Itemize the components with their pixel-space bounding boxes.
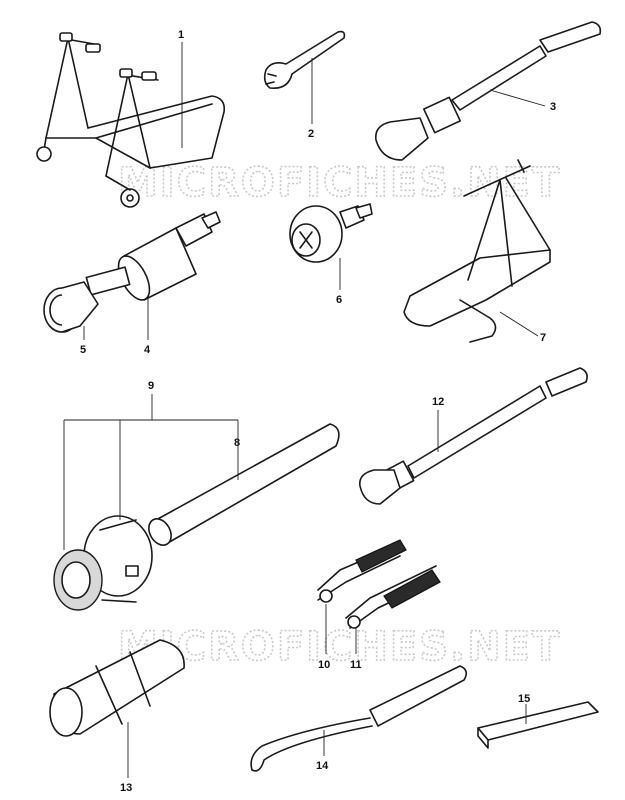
callout-2: 2: [308, 128, 314, 140]
callout-4: 4: [144, 344, 151, 356]
part-2-hook-wrench[interactable]: [263, 30, 346, 90]
part-11-pliers[interactable]: [345, 565, 441, 629]
watermark-lower: MICROFICHES.NET: [118, 624, 561, 670]
part-7-front-stand[interactable]: [403, 159, 551, 343]
leader-9: [63, 419, 239, 550]
callout-1: 1: [178, 29, 184, 41]
part-9-assembly[interactable]: [53, 515, 153, 611]
part-14-spanner[interactable]: [250, 665, 468, 772]
callout-9: 9: [148, 380, 154, 392]
part-15-flat-bar[interactable]: [477, 701, 599, 749]
part-8-cylinder[interactable]: [144, 423, 340, 549]
part-13-sleeve[interactable]: [49, 639, 185, 737]
leader-3: [489, 89, 546, 107]
callout-6: 6: [336, 294, 342, 306]
callout-11: 11: [350, 659, 362, 671]
part-5-socket[interactable]: [43, 281, 99, 333]
part-4-puller[interactable]: [85, 211, 221, 305]
callout-15: 15: [518, 693, 530, 705]
part-12-cone-bar[interactable]: [358, 367, 588, 505]
part-6-flange[interactable]: [289, 203, 373, 263]
callout-10: 10: [318, 659, 330, 671]
part-1-rear-stand[interactable]: [36, 32, 226, 208]
callout-13: 13: [120, 782, 132, 794]
watermark-upper: MICROFICHES.NET: [118, 160, 561, 206]
leader-7: [499, 311, 539, 337]
callout-12: 12: [432, 396, 444, 408]
part-3-cone-bar[interactable]: [374, 21, 602, 161]
callout-8: 8: [234, 437, 240, 449]
callout-3: 3: [550, 101, 556, 113]
callout-5: 5: [80, 344, 86, 356]
callout-14: 14: [316, 760, 329, 772]
callout-7: 7: [540, 332, 546, 344]
part-10-pliers[interactable]: [317, 539, 407, 603]
